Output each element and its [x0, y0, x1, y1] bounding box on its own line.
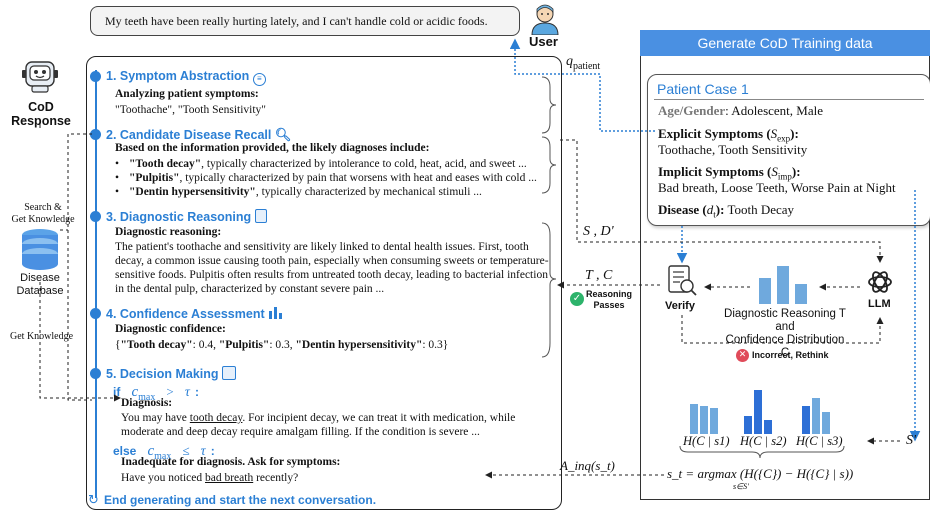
- cod-response-label: CoD Response: [11, 100, 71, 128]
- step5-dot: [90, 368, 101, 379]
- h-label-2: H(C | s2): [740, 434, 787, 448]
- a-inq-label: A_inq(s_t): [560, 458, 615, 473]
- end-row: ↻ End generating and start the next conv…: [88, 493, 377, 508]
- dr-caption: Diagnostic Reasoning T and Confidence Di…: [724, 308, 846, 359]
- step4-sub: Diagnostic confidence:: [115, 323, 226, 335]
- step2-title: 2. Candidate Disease Recall 🔍︎: [106, 127, 292, 142]
- step3-title: 3. Diagnostic Reasoning: [106, 209, 267, 224]
- candidate-list: "Tooth decay", typically characterized b…: [115, 157, 555, 199]
- reasoning-passes-label: Reasoning Passes: [586, 289, 633, 310]
- user-query-bubble: My teeth have been really hurting lately…: [90, 6, 520, 36]
- t-c-label: T , C: [585, 268, 613, 283]
- list-item: "Pulpitis", typically characterized by p…: [115, 171, 555, 185]
- verify-icon: [666, 264, 698, 298]
- bar: [822, 412, 830, 434]
- explicit-symptoms-value: Toothache, Tooth Sensitivity: [658, 142, 808, 157]
- bar: [777, 266, 789, 304]
- bar: [812, 398, 820, 434]
- list-icon: ≡: [252, 73, 266, 86]
- step4-dot: [90, 308, 101, 319]
- inadequate-sub: Inadequate for diagnosis. Ask for sympto…: [121, 456, 341, 468]
- bar: [759, 278, 771, 304]
- user-query-text: My teeth have been really hurting lately…: [105, 14, 488, 28]
- step3-dot: [90, 211, 101, 222]
- robot-icon: [20, 56, 60, 96]
- verify-label: Verify: [665, 300, 695, 312]
- step4-confidence: {"Tooth decay": 0.4, "Pulpitis": 0.3, "D…: [115, 339, 449, 351]
- bar: [690, 404, 698, 434]
- entropy-bars: [690, 390, 830, 434]
- implicit-symptoms-label: Implicit Symptoms (Simp):: [658, 164, 801, 182]
- s-prime-label: S': [906, 433, 916, 448]
- bar: [754, 390, 762, 434]
- h-label-3: H(C | s3): [796, 434, 843, 448]
- step1-title: 1. Symptom Abstraction ≡: [106, 69, 266, 86]
- magnifier-icon: 🔍︎: [274, 127, 292, 142]
- search-get-knowledge-label: Search & Get Knowledge: [11, 202, 75, 225]
- age-gender-row: Age/Gender: Adolescent, Male: [658, 103, 823, 118]
- get-knowledge-label: Get Knowledge: [10, 331, 74, 342]
- step2-dot: [90, 129, 101, 140]
- panel-braces: [541, 76, 557, 358]
- bar: [802, 406, 810, 434]
- disease-row: Disease (dt): Tooth Decay: [658, 202, 795, 220]
- patient-case-card: Patient Case 1 Age/Gender: Adolescent, M…: [647, 74, 930, 226]
- h-label-1: H(C | s1): [683, 434, 730, 448]
- reasoning-passes-check-icon: ✓: [570, 292, 584, 306]
- else-condition: else cmax ≤ τ :: [113, 443, 215, 463]
- step2-sub: Based on the information provided, the l…: [115, 142, 430, 154]
- user-avatar-icon: [528, 1, 562, 36]
- step5-title: 5. Decision Making: [106, 366, 237, 381]
- s-d-label: S , D': [583, 224, 614, 239]
- q-patient-label: qpatient: [566, 54, 601, 72]
- diagnosis-text: You may have tooth decay. For incipient …: [121, 412, 516, 438]
- bar-chart-icon: [268, 306, 284, 322]
- incorrect-x-icon: ✕: [736, 349, 749, 362]
- step1-dot: [90, 71, 101, 82]
- ask-text: Have you noticed bad breath recently?: [121, 472, 299, 484]
- step1-text: "Toothache", "Tooth Sensitivity": [115, 104, 266, 116]
- step3-sub: Diagnostic reasoning:: [115, 226, 222, 238]
- bar: [764, 420, 772, 434]
- bar: [744, 416, 752, 434]
- diagnosis-sub: Diagnosis:: [121, 397, 173, 409]
- step1-sub: Analyzing patient symptoms:: [115, 88, 259, 100]
- refresh-icon: ↻: [88, 493, 99, 508]
- list-item: "Dentin hypersensitivity", typically cha…: [115, 185, 555, 199]
- bar: [700, 406, 708, 434]
- llm-icon: [866, 268, 894, 296]
- if-condition: if cmax > τ :: [113, 384, 199, 404]
- implicit-symptoms-value: Bad breath, Loose Teeth, Worse Pain at N…: [658, 180, 896, 195]
- timeline-line: [95, 70, 97, 498]
- user-label: User: [529, 34, 558, 49]
- reasoning-doc-icon: [254, 209, 267, 223]
- argmax-under: s∈S': [733, 482, 749, 491]
- llm-label: LLM: [868, 298, 891, 310]
- decision-icon: [222, 366, 237, 380]
- argmax-formula: s_t = argmax (H({C}) − H({C} | s)): [667, 466, 854, 481]
- incorrect-rethink-label: Incorrect, Rethink: [752, 350, 829, 360]
- bar: [710, 408, 718, 434]
- bar: [795, 284, 807, 304]
- step3-text: The patient's toothache and sensitivity …: [115, 241, 549, 295]
- list-item: "Tooth decay", typically characterized b…: [115, 157, 555, 171]
- database-icon: [20, 228, 60, 272]
- confidence-bars: [759, 266, 807, 304]
- patient-case-title: Patient Case 1: [657, 81, 749, 97]
- step4-title: 4. Confidence Assessment: [106, 306, 284, 322]
- right-panel-header: Generate CoD Training data: [640, 30, 930, 56]
- explicit-symptoms-label: Explicit Symptoms (Sexp):: [658, 126, 799, 144]
